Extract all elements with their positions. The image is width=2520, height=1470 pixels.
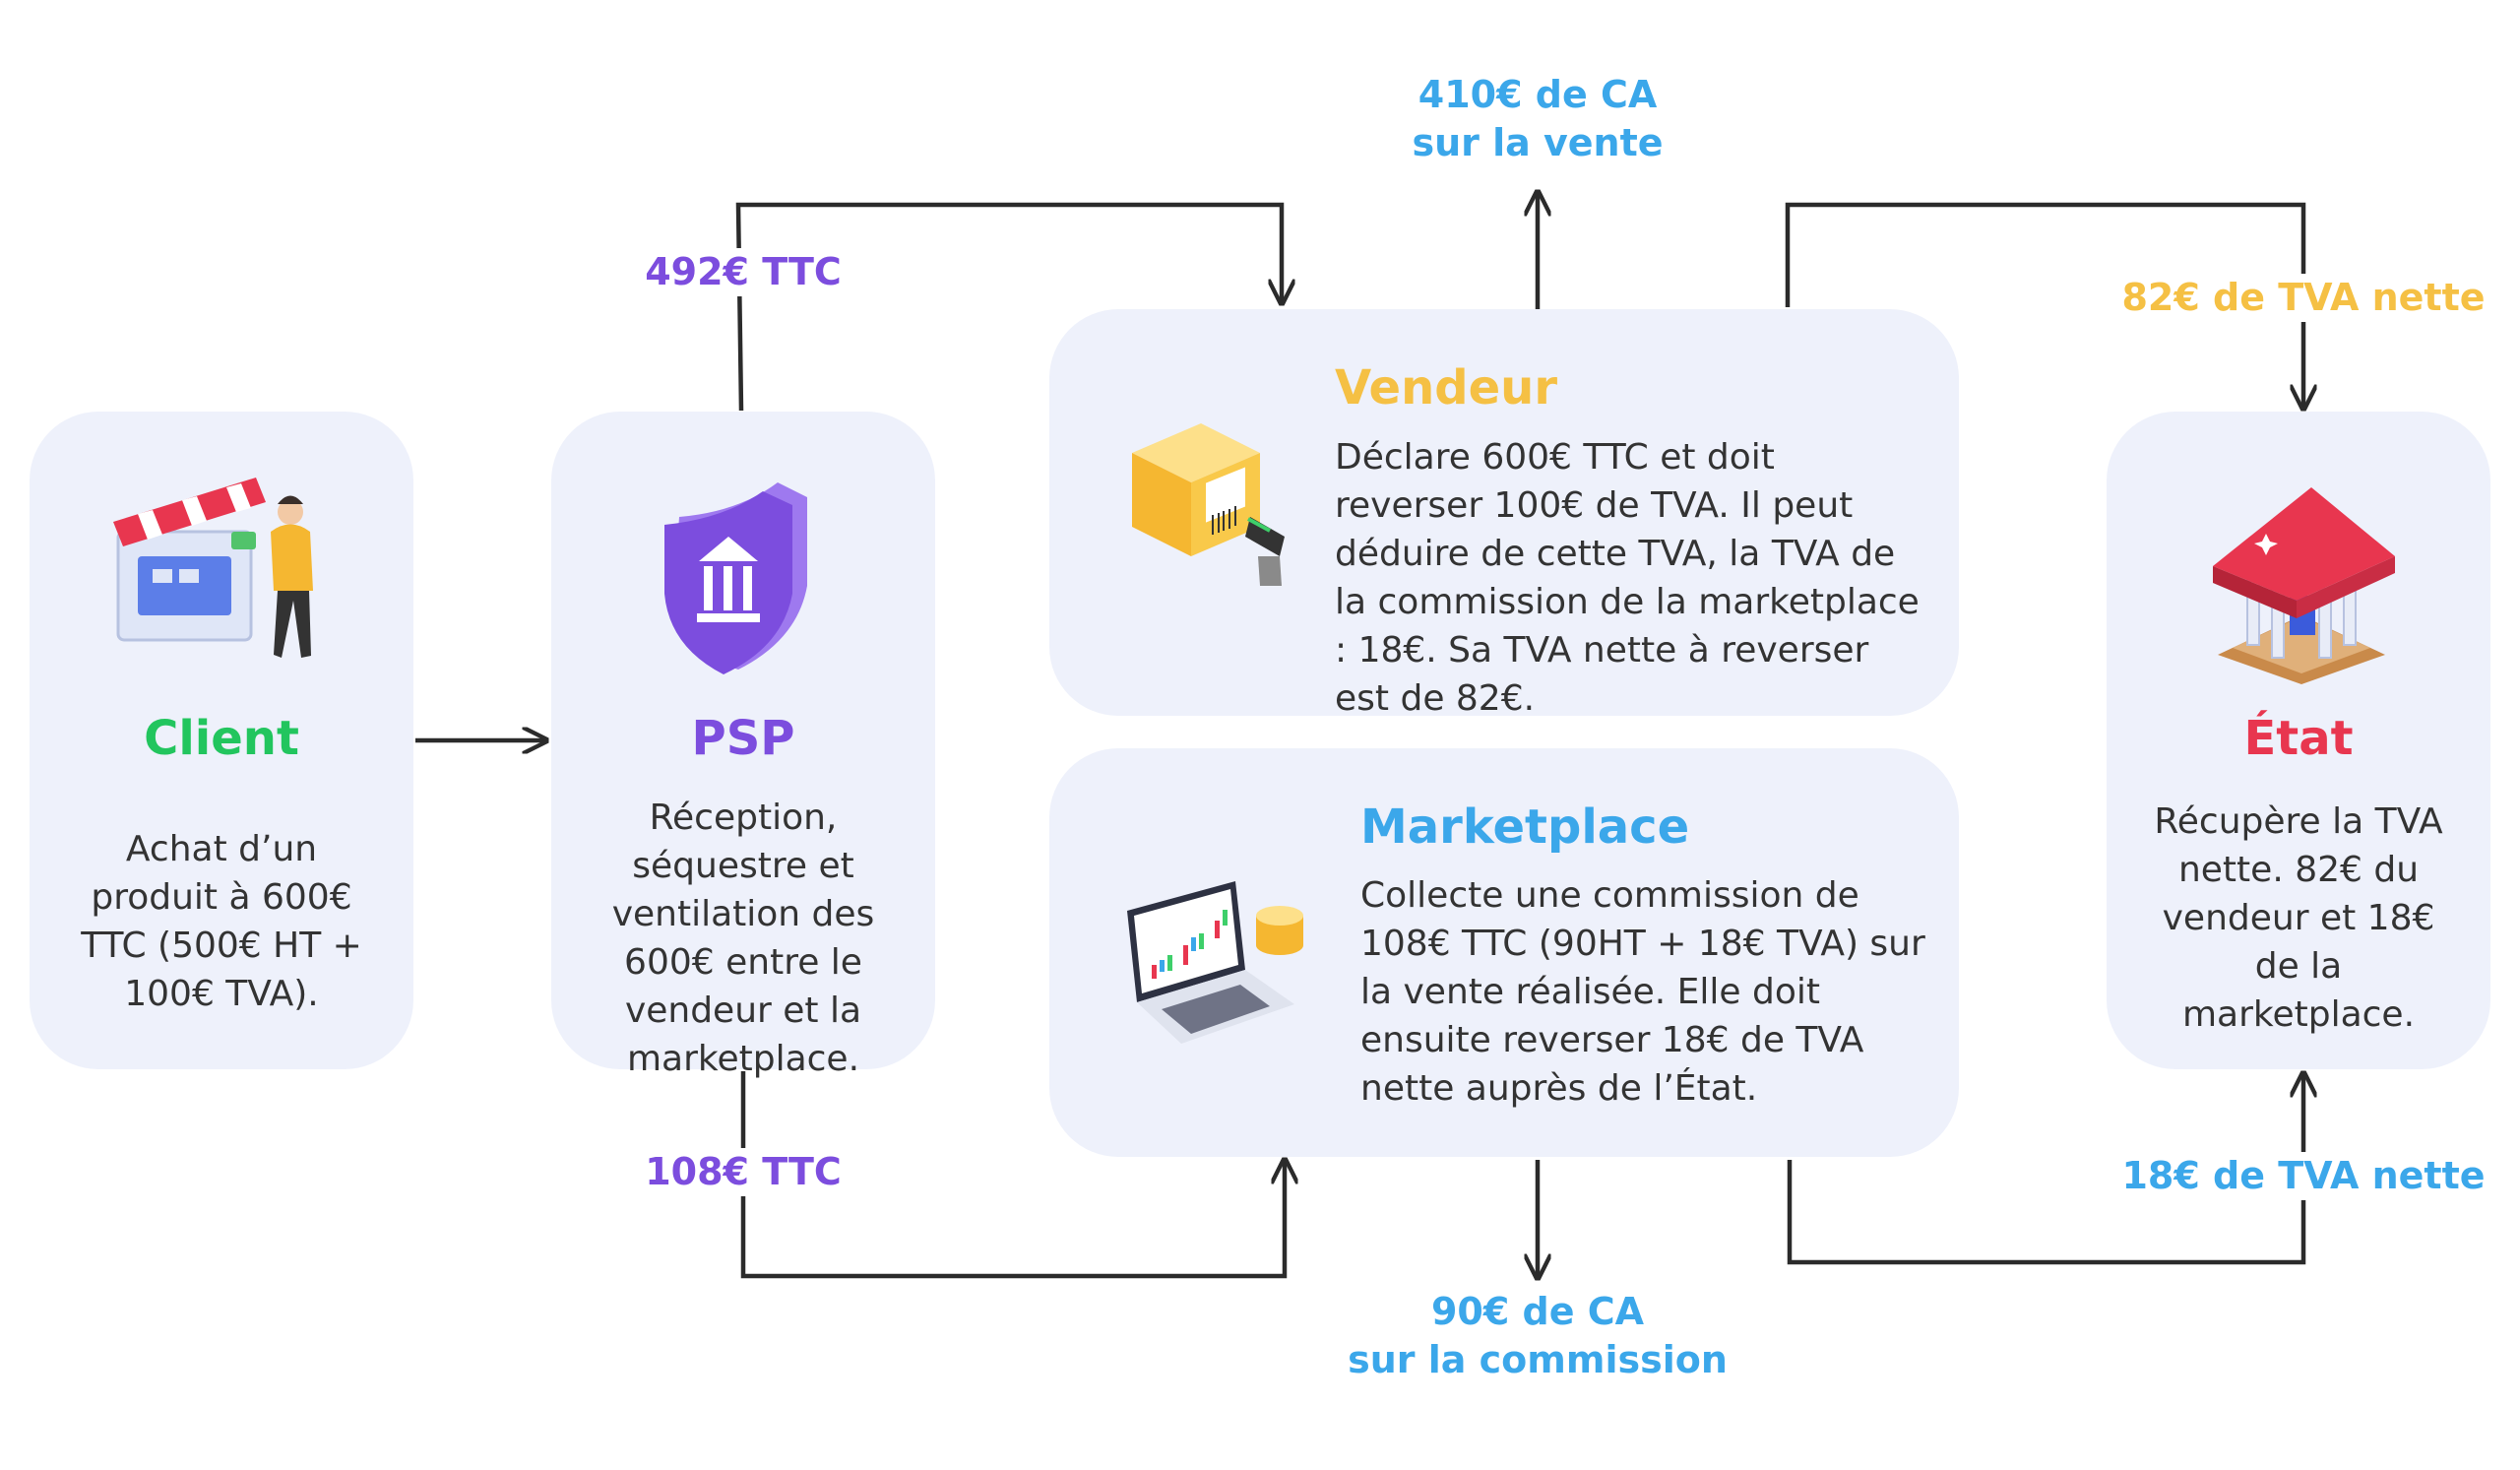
marketplace-description: Collecte une commission de 108€ TTC (90H… bbox=[1360, 875, 1925, 1109]
vendeur-title: Vendeur bbox=[1335, 360, 1558, 415]
label-psp-to-vendeur: 492€ TTC bbox=[610, 248, 876, 296]
laptop-chart-coins-icon bbox=[1127, 881, 1303, 1044]
label-vendeur-revenue-line2: sur la vente bbox=[1412, 121, 1664, 164]
label-marketplace-to-etat: 18€ de TVA nette bbox=[2116, 1152, 2490, 1200]
label-vendeur-revenue-line1: 410€ de CA bbox=[1418, 73, 1658, 116]
client-description: Achat d’un produit à 600€ TTC (500€ HT +… bbox=[81, 829, 362, 1014]
client-card bbox=[30, 412, 413, 1069]
vendeur-description: Déclare 600€ TTC et doit reverser 100€ d… bbox=[1335, 437, 1920, 719]
bank-shield-icon bbox=[664, 482, 807, 674]
marketplace-title: Marketplace bbox=[1360, 799, 1690, 855]
label-marketplace-revenue-line2: sur la commission bbox=[1348, 1338, 1728, 1381]
label-marketplace-revenue-line1: 90€ de CA bbox=[1430, 1290, 1645, 1333]
etat-description: Récupère la TVA nette. 82€ du vendeur et… bbox=[2154, 801, 2443, 1035]
label-marketplace-revenue: 90€ de CA sur la commission bbox=[1336, 1288, 1739, 1384]
client-title: Client bbox=[144, 711, 299, 766]
arrow-psp-to-vendeur bbox=[735, 202, 1282, 412]
package-barcode-scanner-icon bbox=[1132, 423, 1285, 586]
psp-title: PSP bbox=[691, 711, 795, 766]
shop-customer-icon bbox=[113, 478, 313, 658]
label-psp-to-marketplace: 108€ TTC bbox=[610, 1148, 876, 1196]
etat-title: État bbox=[2243, 711, 2354, 766]
label-vendeur-to-etat: 82€ de TVA nette bbox=[2116, 274, 2490, 322]
label-vendeur-revenue: 410€ de CA sur la vente bbox=[1380, 71, 1695, 167]
government-building-icon bbox=[2213, 487, 2395, 684]
psp-description: Réception, séquestre et ventilation des … bbox=[611, 798, 875, 1079]
